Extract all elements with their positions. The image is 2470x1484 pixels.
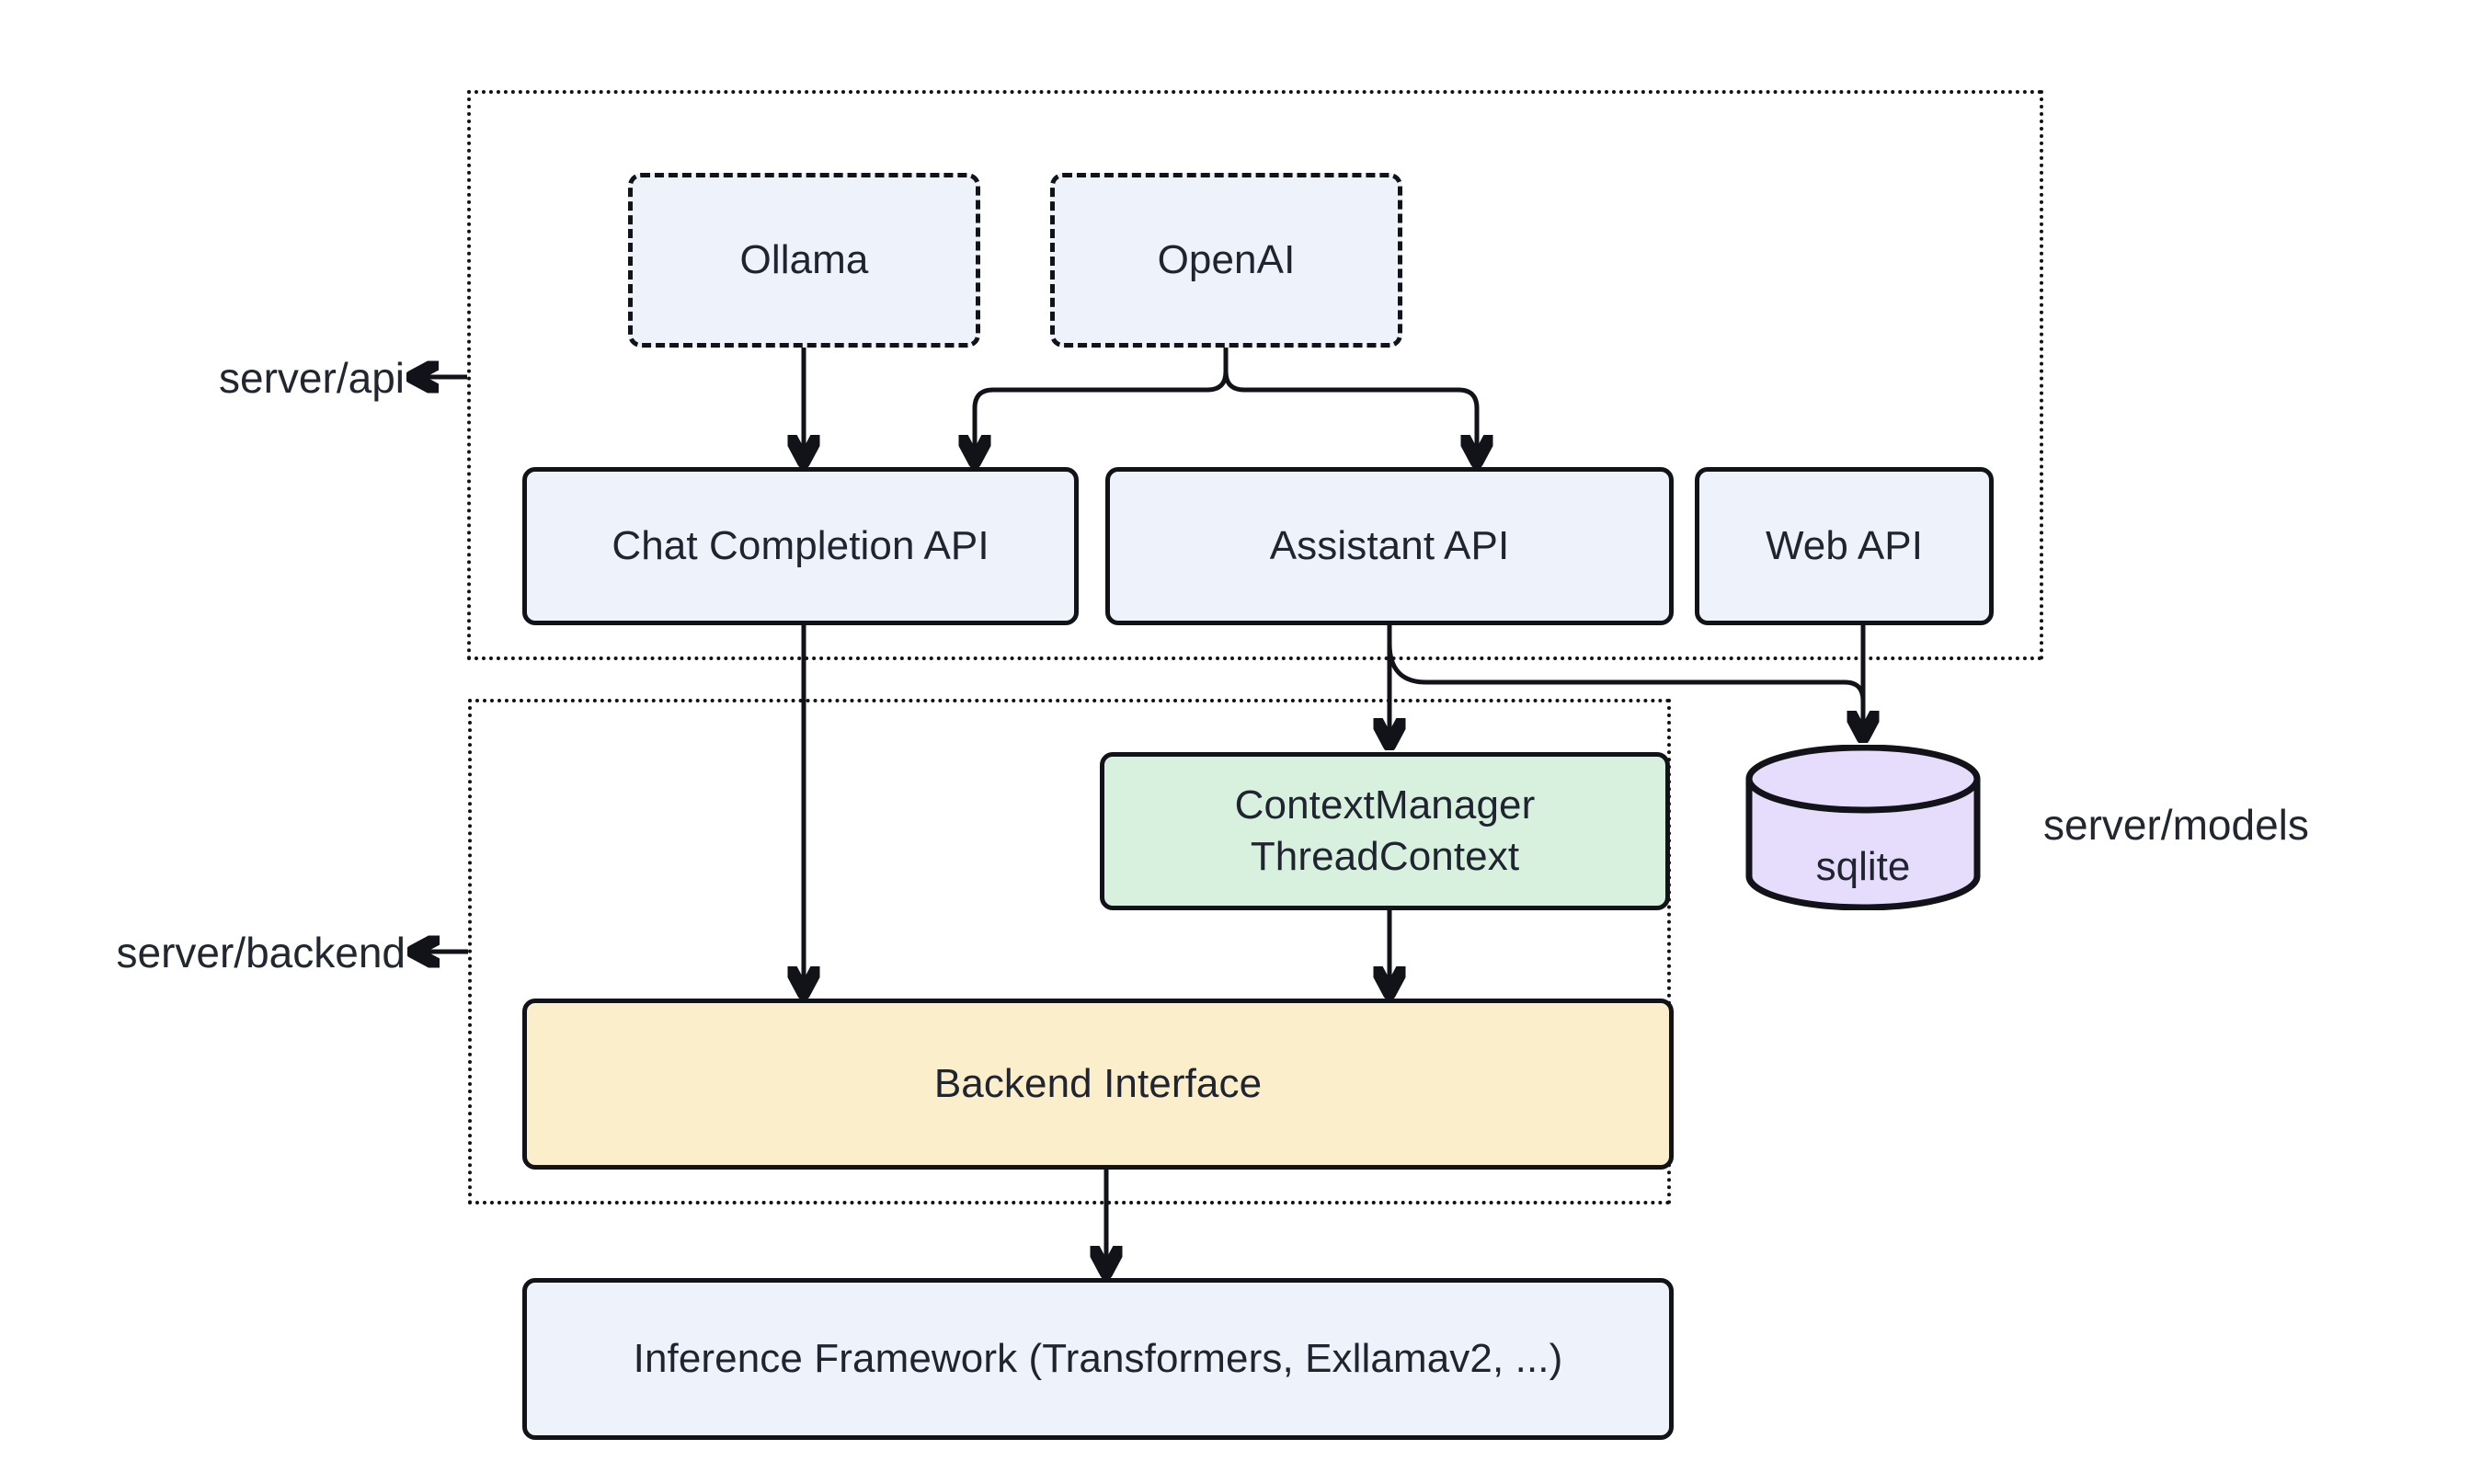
node-web-api[interactable]: Web API	[1695, 467, 1994, 625]
node-chat-completion-api-label: Chat Completion API	[612, 522, 989, 568]
node-assistant-api-label: Assistant API	[1269, 522, 1510, 568]
node-assistant-api[interactable]: Assistant API	[1105, 467, 1674, 625]
node-context-manager[interactable]: ContextManager ThreadContext	[1100, 752, 1670, 910]
node-sqlite-database[interactable]: sqlite	[1744, 744, 1982, 911]
cylinder-shape	[1745, 744, 1981, 911]
node-backend-interface[interactable]: Backend Interface	[522, 999, 1674, 1170]
node-ollama[interactable]: Ollama	[628, 173, 980, 348]
group-server-api	[467, 90, 2043, 660]
node-openai-label: OpenAI	[1157, 236, 1296, 282]
node-backend-interface-label: Backend Interface	[933, 1060, 1263, 1106]
node-ollama-label: Ollama	[739, 236, 869, 282]
caption-server-models: server/models	[2043, 801, 2309, 849]
group-label-server-backend: server/backend	[116, 929, 406, 976]
node-chat-completion-api[interactable]: Chat Completion API	[522, 467, 1079, 625]
node-inference-framework[interactable]: Inference Framework (Transformers, Exlla…	[522, 1278, 1674, 1440]
node-openai[interactable]: OpenAI	[1050, 173, 1402, 348]
node-web-api-label: Web API	[1765, 522, 1924, 568]
node-context-manager-label: ContextManager ThreadContext	[1234, 782, 1536, 879]
group-label-server-api: server/api	[219, 354, 405, 402]
node-inference-framework-label: Inference Framework (Transformers, Exlla…	[633, 1335, 1563, 1381]
group-server-backend	[468, 699, 1671, 1204]
